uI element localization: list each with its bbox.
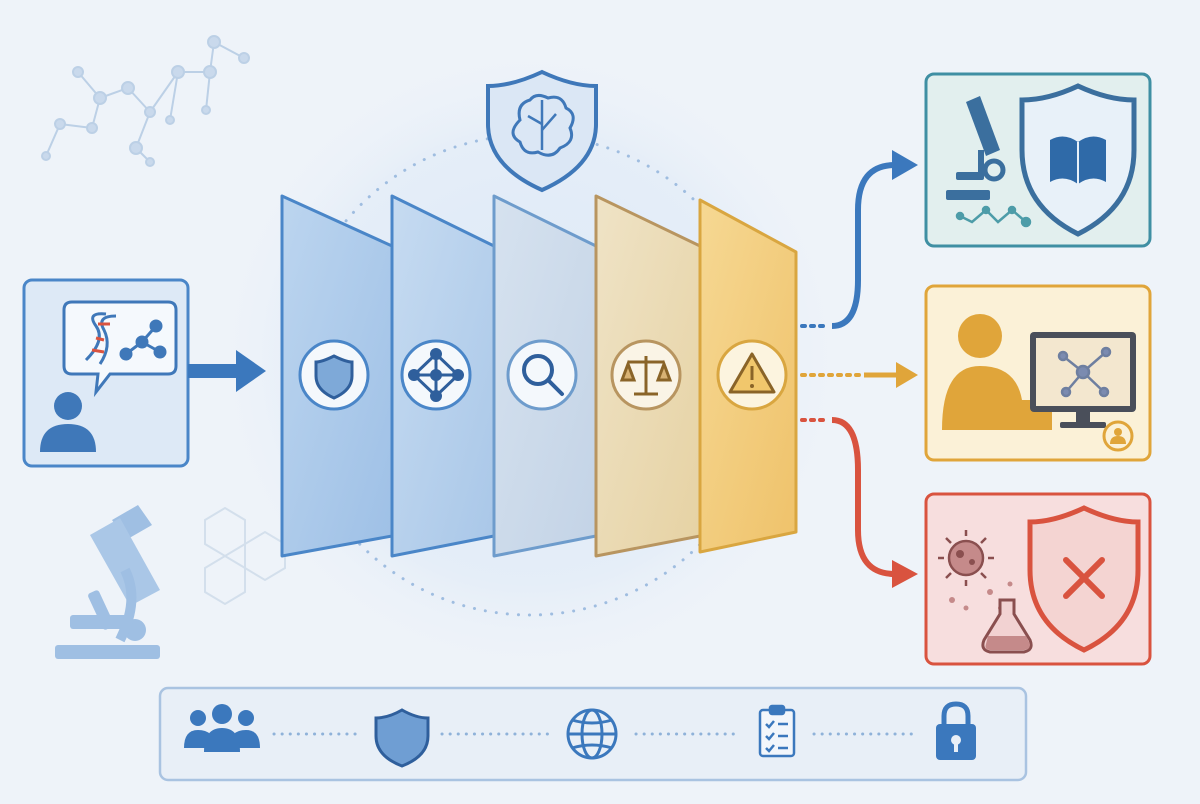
lock-icon bbox=[936, 701, 976, 760]
dna-icon bbox=[84, 312, 117, 365]
input-card[interactable] bbox=[22, 278, 190, 468]
microscope-icon bbox=[55, 505, 160, 659]
speech-bubble-icon bbox=[62, 300, 178, 398]
microscope-icon bbox=[946, 96, 1006, 200]
filter-layer-3 bbox=[492, 194, 598, 558]
virus-icon bbox=[938, 530, 994, 586]
user-badge-icon bbox=[1102, 420, 1134, 452]
molecule-icon bbox=[119, 319, 167, 361]
person-icon bbox=[942, 314, 1052, 430]
user-icon bbox=[40, 392, 96, 452]
brain-shield-icon bbox=[486, 69, 598, 193]
output-arrow-approved bbox=[800, 150, 918, 329]
magnifier-icon bbox=[522, 354, 564, 396]
globe-icon bbox=[566, 708, 618, 760]
monitor-icon bbox=[1030, 332, 1136, 428]
scales-icon bbox=[619, 356, 673, 396]
flask-icon bbox=[981, 598, 1033, 654]
shield-icon bbox=[374, 708, 430, 768]
filter-layer-4 bbox=[594, 194, 702, 558]
book-shield-icon bbox=[1019, 83, 1137, 237]
bottom-bar bbox=[158, 686, 1028, 782]
output-arrow-blocked bbox=[800, 417, 918, 588]
molecule-chain-icon bbox=[955, 205, 1032, 228]
filter-layer-2 bbox=[390, 194, 496, 558]
shield-x-icon bbox=[1027, 505, 1141, 653]
output-card-blocked[interactable] bbox=[924, 492, 1152, 666]
output-card-review[interactable] bbox=[924, 284, 1152, 462]
output-arrow-review bbox=[800, 362, 918, 388]
shield-icon bbox=[314, 354, 354, 400]
network-icon bbox=[408, 348, 464, 402]
filter-layers bbox=[280, 194, 798, 558]
input-arrow bbox=[188, 350, 266, 392]
filter-layer-5 bbox=[698, 198, 798, 554]
output-card-approved[interactable] bbox=[924, 72, 1152, 248]
particle-dots bbox=[949, 581, 1013, 611]
filter-layer-1 bbox=[280, 194, 394, 558]
molecule-network-decoration bbox=[41, 35, 250, 167]
warning-icon bbox=[728, 352, 776, 394]
checklist-icon bbox=[758, 704, 796, 758]
group-icon bbox=[184, 704, 260, 752]
